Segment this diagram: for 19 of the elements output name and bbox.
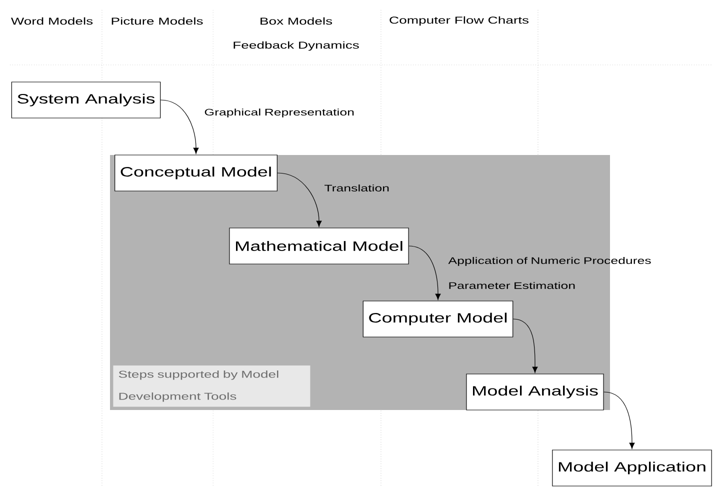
- column-header: Computer Flow Charts: [390, 16, 528, 26]
- edge-label: Graphical Representation: [204, 108, 354, 118]
- column-header: Word Models: [10, 17, 93, 25]
- edge-label: Application of Numeric Procedures Parameter Estimation: [448, 257, 651, 289]
- process-box: System Analysis: [11, 82, 161, 118]
- arrow: [160, 100, 199, 154]
- arrow: [408, 246, 441, 300]
- column-header: Feedback Dynamics: [234, 41, 359, 51]
- arrow: [277, 172, 322, 227]
- arrow: [512, 318, 538, 373]
- process-box: Model Application: [552, 450, 712, 486]
- process-box: Mathematical Model: [229, 228, 409, 264]
- process-box: Model Analysis: [466, 374, 604, 410]
- edge-label: Translation: [324, 184, 389, 192]
- process-box: Conceptual Model: [114, 154, 278, 192]
- column-header: Box Models: [260, 17, 332, 25]
- process-box: Computer Model: [362, 300, 514, 338]
- column-header: Picture Models: [112, 17, 203, 25]
- arrow: [604, 392, 635, 449]
